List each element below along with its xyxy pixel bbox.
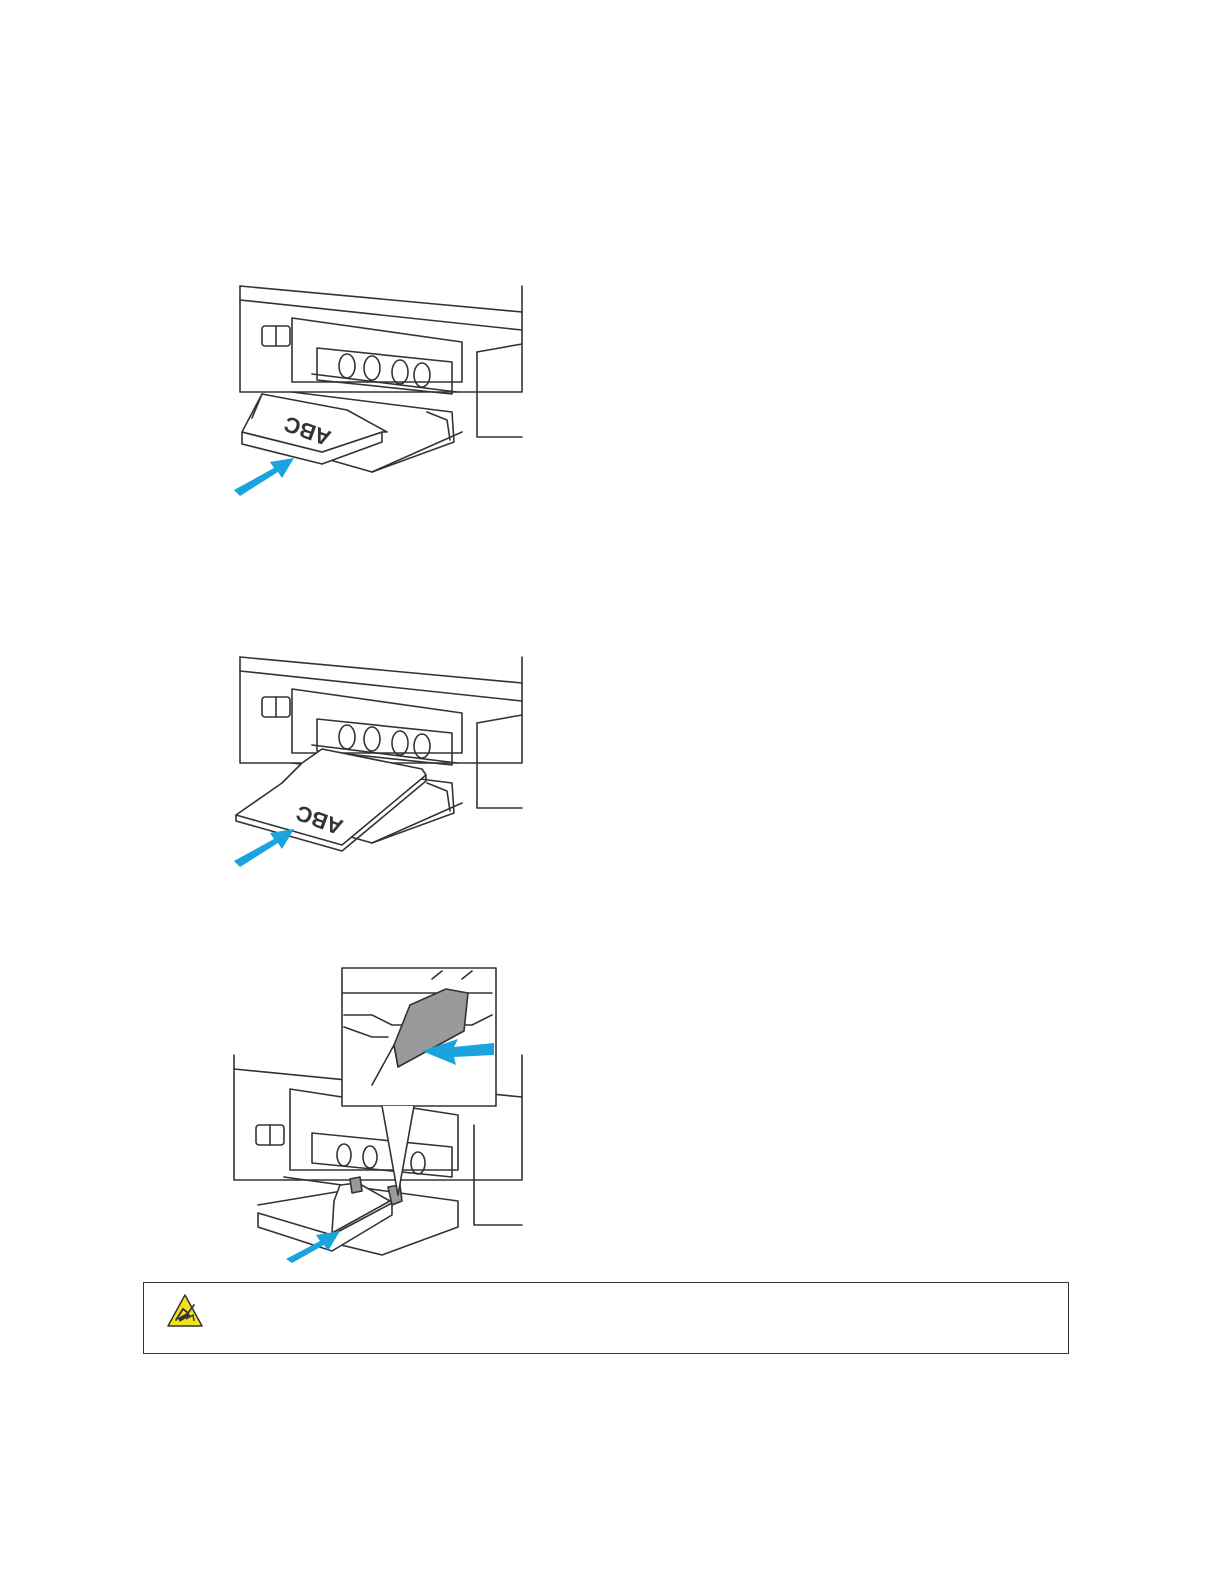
illustration-adjust-paper-guide bbox=[222, 965, 532, 1265]
warning-box bbox=[143, 1282, 1069, 1354]
illustration-load-card-stock: ABC bbox=[222, 282, 532, 500]
insert-arrow-icon bbox=[234, 458, 294, 496]
insert-arrow-icon bbox=[234, 829, 294, 867]
pinch-hazard-icon bbox=[166, 1293, 204, 1329]
illustration-load-paper: ABC bbox=[222, 653, 532, 871]
